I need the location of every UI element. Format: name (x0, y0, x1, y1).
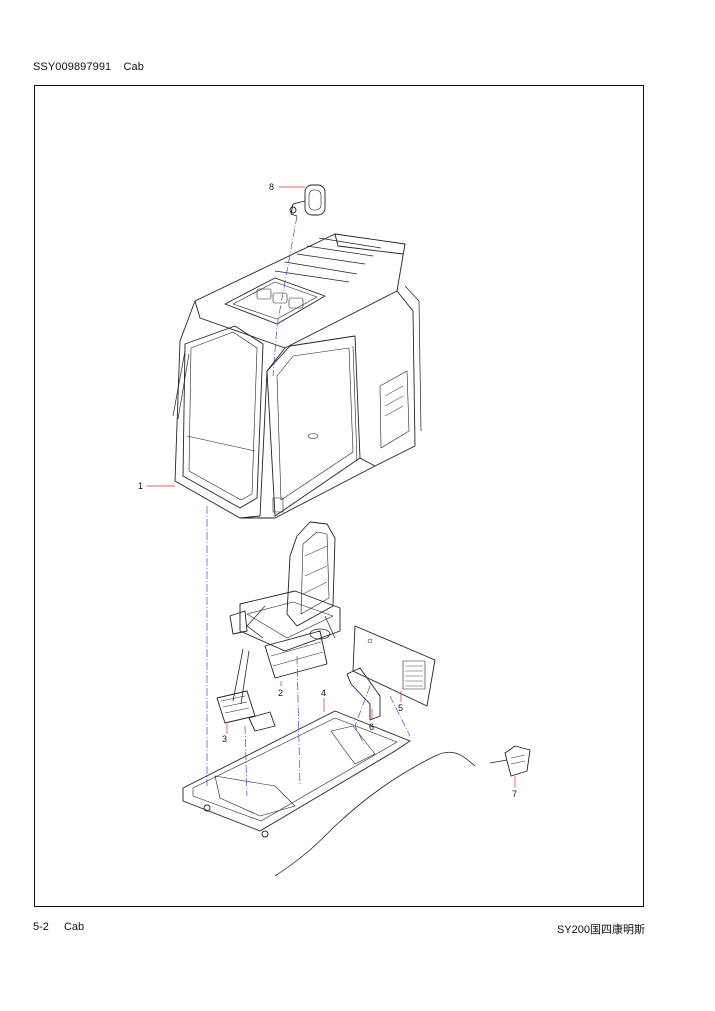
mounting-bracket (346, 667, 381, 721)
header-title: Cab (123, 61, 144, 73)
wiring-harness (274, 745, 531, 877)
callout-3: 3 (222, 734, 227, 744)
side-panel (352, 625, 436, 707)
leader-lines (147, 186, 516, 788)
callout-1: 1 (138, 481, 143, 491)
operator-seat (229, 521, 341, 679)
page-header: SSY009897991 Cab (33, 61, 144, 73)
callout-labels: 1 2 3 4 5 6 7 8 (138, 182, 517, 799)
callout-7: 7 (512, 789, 517, 799)
callout-8: 8 (269, 182, 274, 192)
page-number: 5-2 (33, 921, 49, 933)
mirror-assembly (289, 184, 326, 217)
cab-body (172, 233, 422, 519)
callout-4: 4 (321, 688, 326, 698)
callout-5: 5 (398, 703, 403, 713)
footer-section: Cab (63, 921, 85, 933)
page-footer-model: SY200国四康明斯 (556, 924, 645, 936)
assembly-centerlines (206, 215, 411, 797)
drawing-frame: 1 2 3 4 5 6 7 8 (34, 85, 644, 907)
page-footer-left: 5-2 Cab (33, 921, 84, 933)
part-number: SSY009897991 (33, 61, 112, 73)
pedal-assembly (216, 648, 276, 732)
callout-6: 6 (369, 722, 374, 732)
floor-plate (182, 710, 411, 838)
exploded-view-drawing: 1 2 3 4 5 6 7 8 (138, 182, 531, 877)
callout-2: 2 (278, 688, 283, 698)
